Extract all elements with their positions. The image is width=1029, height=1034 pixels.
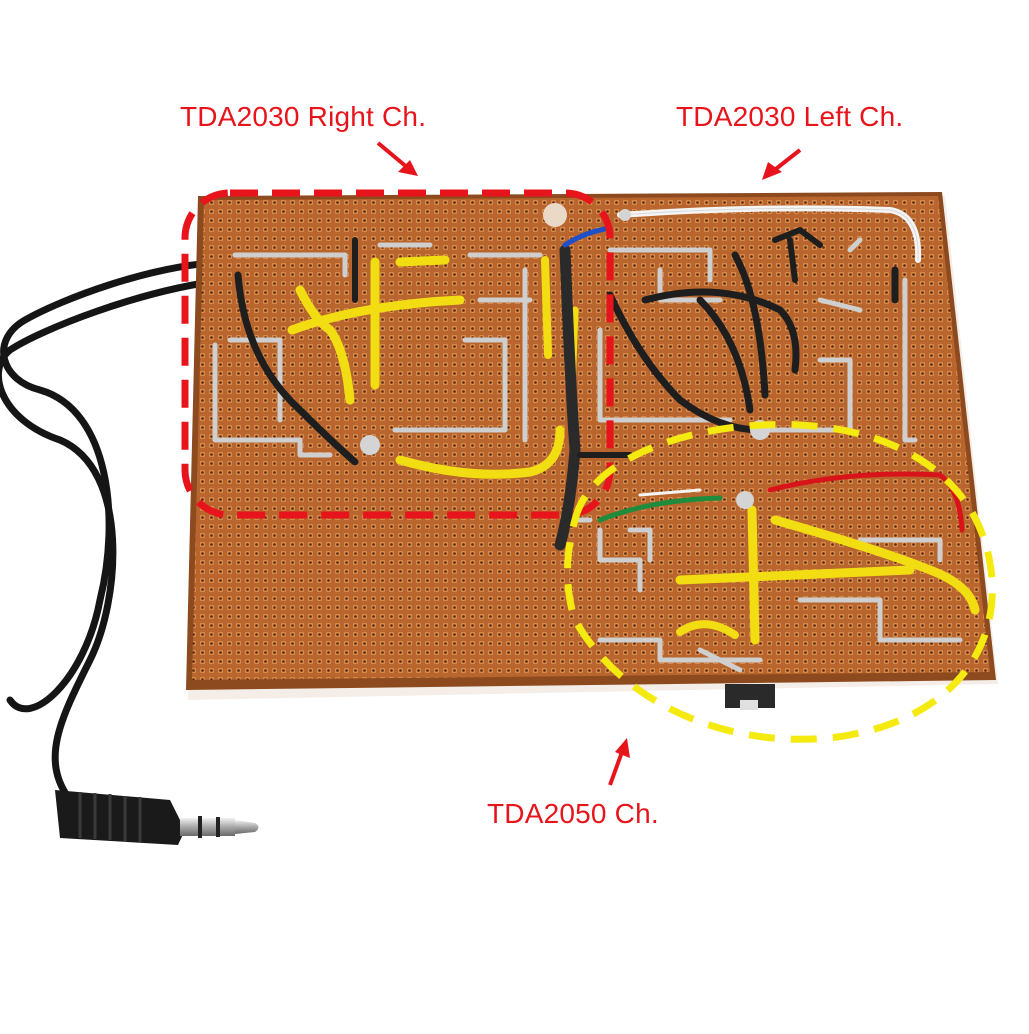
- solder-joints: [360, 203, 775, 710]
- label-tda2030-right-channel: TDA2030 Right Ch.: [180, 101, 427, 132]
- arrow-tda2050: [608, 738, 630, 786]
- label-tda2030-left-channel: TDA2030 Left Ch.: [676, 101, 904, 132]
- arrow-right-channel: [376, 141, 418, 176]
- perfboard: [186, 192, 998, 700]
- wires: [234, 205, 980, 645]
- arrow-left-channel: [762, 148, 802, 180]
- audio-cable: [0, 258, 229, 804]
- jack-plug: [55, 790, 259, 845]
- tda2050-highlight: [564, 421, 996, 743]
- right-channel-highlight: [181, 189, 614, 519]
- label-tda2050-channel: TDA2050 Ch.: [487, 798, 659, 829]
